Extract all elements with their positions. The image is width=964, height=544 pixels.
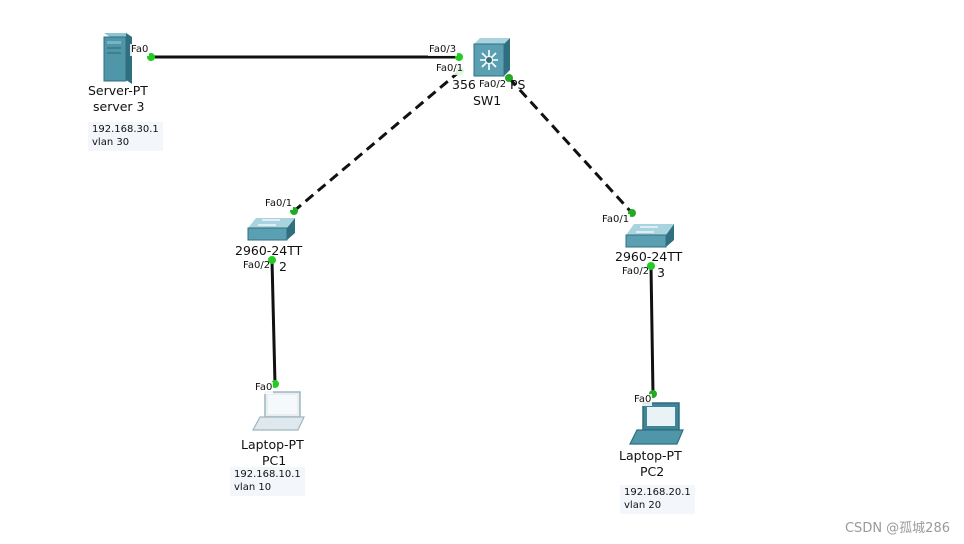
port-dot-swl-fa02	[268, 256, 276, 264]
link-switch-right-pc2[interactable]	[649, 265, 655, 395]
port-label-sw1-fa01: Fa0/1	[435, 63, 465, 75]
port-label-server-fa0: Fa0	[130, 44, 150, 56]
note-pc1[interactable]: 192.168.10.1 vlan 10	[230, 467, 305, 496]
link-sw1-switch-left[interactable]	[293, 69, 461, 213]
port-label-sw1-fa02: Fa0/2	[479, 79, 507, 90]
port-dot-swr-fa02	[647, 262, 655, 270]
server-model-label: Server-PT	[88, 83, 148, 98]
pc2-name-label: PC2	[640, 464, 665, 479]
switch-left-name-fragment: 2	[279, 259, 287, 274]
note-pc1-ip: 192.168.10.1	[234, 469, 301, 480]
port-dot-sw1-fa02	[505, 74, 513, 82]
switch-right-icon[interactable]	[625, 224, 674, 248]
port-label-pc1-fa0: Fa0	[254, 382, 274, 394]
port-label-sw1-fa03: Fa0/3	[428, 44, 458, 56]
note-pc1-vlan: vlan 10	[234, 482, 272, 493]
switch-right-name-fragment: 3	[657, 265, 665, 280]
port-label-pc2-fa0: Fa0	[633, 394, 653, 406]
pc1-name-label: PC1	[262, 453, 287, 468]
server-name-label: server 3	[93, 99, 145, 114]
link-switch-left-pc1[interactable]	[270, 259, 277, 385]
laptop-pc1-icon[interactable]	[251, 391, 305, 431]
port-label-swr-fa02: Fa0/2	[622, 266, 650, 277]
pc2-model-label: Laptop-PT	[619, 448, 682, 463]
server-icon[interactable]	[103, 33, 132, 84]
note-pc2-ip: 192.168.20.1	[624, 487, 691, 498]
sw1-model-fragment-left: 356	[452, 77, 476, 92]
sw1-name-label: SW1	[473, 93, 502, 108]
note-server[interactable]: 192.168.30.1 vlan 30	[88, 122, 163, 151]
note-server-vlan: vlan 30	[92, 137, 130, 148]
laptop-pc2-icon[interactable]	[629, 402, 684, 445]
pc1-model-label: Laptop-PT	[241, 437, 304, 452]
switch-right-model-label: 2960-24TT	[615, 249, 683, 264]
port-label-swr-fa01: Fa0/1	[601, 214, 631, 226]
port-label-swl-fa01: Fa0/1	[264, 198, 294, 210]
watermark: CSDN @孤城286	[844, 521, 950, 536]
note-server-ip: 192.168.30.1	[92, 124, 159, 135]
switch-left-icon[interactable]	[247, 218, 295, 241]
switch-left-model-label: 2960-24TT	[235, 243, 303, 258]
note-pc2-vlan: vlan 20	[624, 500, 662, 511]
sw1-model-fragment-right: PS	[510, 77, 526, 92]
multilayer-switch-icon[interactable]	[473, 38, 510, 77]
link-sw1-switch-right[interactable]	[507, 76, 634, 215]
note-pc2[interactable]: 192.168.20.1 vlan 20	[620, 485, 695, 514]
port-label-swl-fa02: Fa0/2	[243, 260, 271, 271]
